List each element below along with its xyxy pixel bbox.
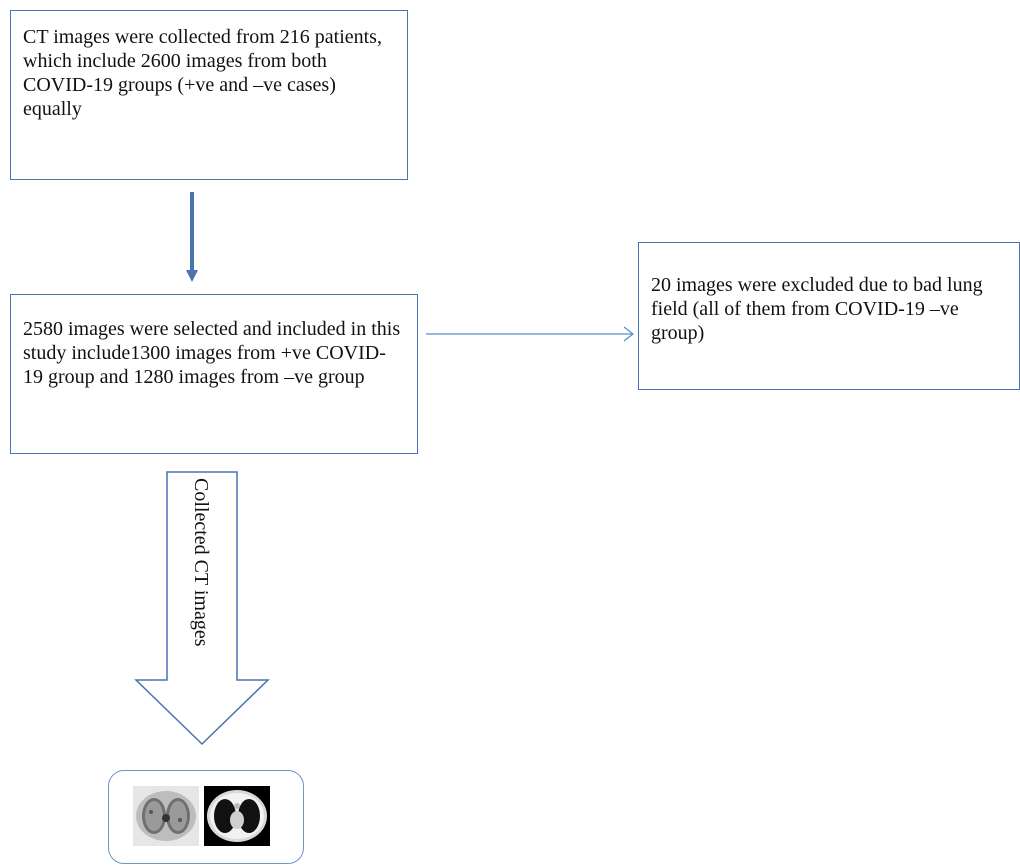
collected-images-box: CT images were collected from 216 patien…: [10, 10, 408, 180]
ct-scan-thumbnail-1: [133, 786, 199, 846]
excluded-images-text: 20 images were excluded due to bad lung …: [651, 274, 983, 344]
ct-images-panel: [108, 770, 304, 864]
excluded-images-box: 20 images were excluded due to bad lung …: [638, 242, 1020, 390]
collected-images-text: CT images were collected from 216 patien…: [23, 26, 382, 120]
ct-scan-thumbnail-2: [204, 786, 270, 846]
right-arrow-connector: [426, 326, 634, 342]
selected-images-box: 2580 images were selected and included i…: [10, 294, 418, 454]
block-down-arrow: [134, 471, 270, 746]
selected-images-text: 2580 images were selected and included i…: [23, 318, 401, 388]
down-arrow-connector: [186, 192, 198, 282]
block-arrow-label: Collected CT images: [190, 478, 212, 647]
